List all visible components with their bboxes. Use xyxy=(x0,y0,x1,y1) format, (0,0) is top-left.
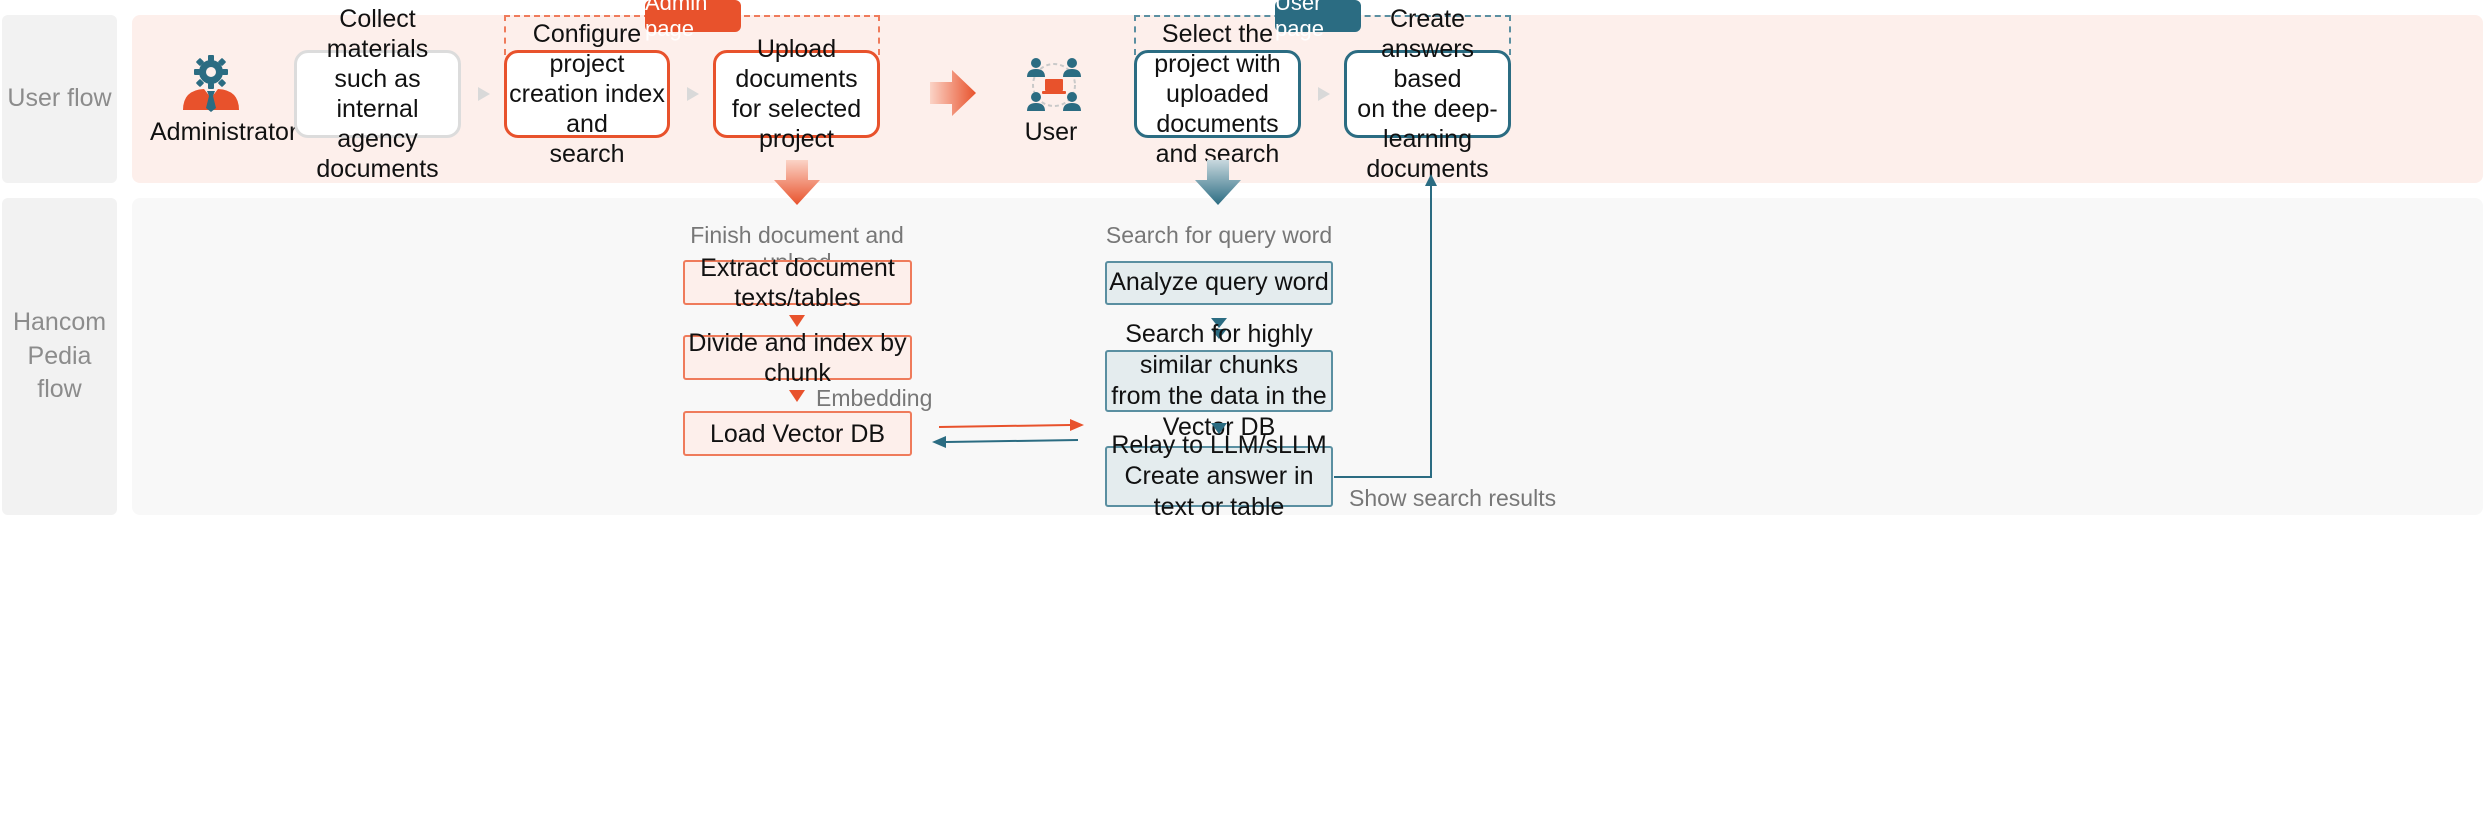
analyze-query-box: Analyze query word xyxy=(1105,261,1333,305)
arrow-configure-to-upload xyxy=(687,87,699,101)
arrow-down-user-process xyxy=(1195,160,1241,205)
step-create-answers: Create answers based on the deep-learnin… xyxy=(1344,5,1511,183)
divide-index-box: Divide and index by chunk xyxy=(683,329,912,387)
step-collect-materials: Collect materials such as internal agenc… xyxy=(294,5,461,183)
embedding-label: Embedding xyxy=(816,385,933,411)
user-label: User xyxy=(1024,118,1078,146)
arrow-admin-to-user xyxy=(930,70,976,116)
step-upload-documents: Upload documents for selected project xyxy=(713,35,880,153)
arrow-down-admin-process xyxy=(774,160,820,205)
admin-page-tag: Admin page xyxy=(645,0,741,41)
show-search-results-label: Show search results xyxy=(1349,485,1557,511)
user-page-tag: User page xyxy=(1275,0,1361,41)
users-network-icon xyxy=(1027,58,1081,111)
pedia-flow-lane-label-bg xyxy=(2,198,117,515)
search-similar-chunks-box: Search for highly similar chunks from th… xyxy=(1105,320,1333,441)
arrow-select-to-create xyxy=(1318,87,1330,101)
extract-texts-box: Extract document texts/tables xyxy=(683,254,912,312)
double-arrow-analyze-to-search xyxy=(1211,318,1227,339)
relay-llm-box: Relay to LLM/sLLM Create answer in text … xyxy=(1105,431,1333,521)
step-select-project: Select the project with uploaded documen… xyxy=(1134,20,1301,168)
arrow-divide-to-load xyxy=(789,390,805,402)
admin-gear-person-icon xyxy=(183,55,239,112)
step-configure-project: Configure project creation index and sea… xyxy=(504,20,670,168)
user-process-title: Search for query word xyxy=(1105,222,1333,248)
administrator-label: Administrator xyxy=(150,118,298,146)
pedia-flow-lane-label: Hancom Pedia flow xyxy=(12,307,107,404)
user-flow-lane-label: User flow xyxy=(7,84,112,113)
arrow-extract-to-divide xyxy=(789,315,805,327)
user-flow-lane-label-bg xyxy=(2,15,117,183)
arrow-search-to-relay xyxy=(1211,423,1227,434)
arrow-collect-to-configure xyxy=(478,87,490,101)
load-vector-db-box: Load Vector DB xyxy=(683,411,912,456)
